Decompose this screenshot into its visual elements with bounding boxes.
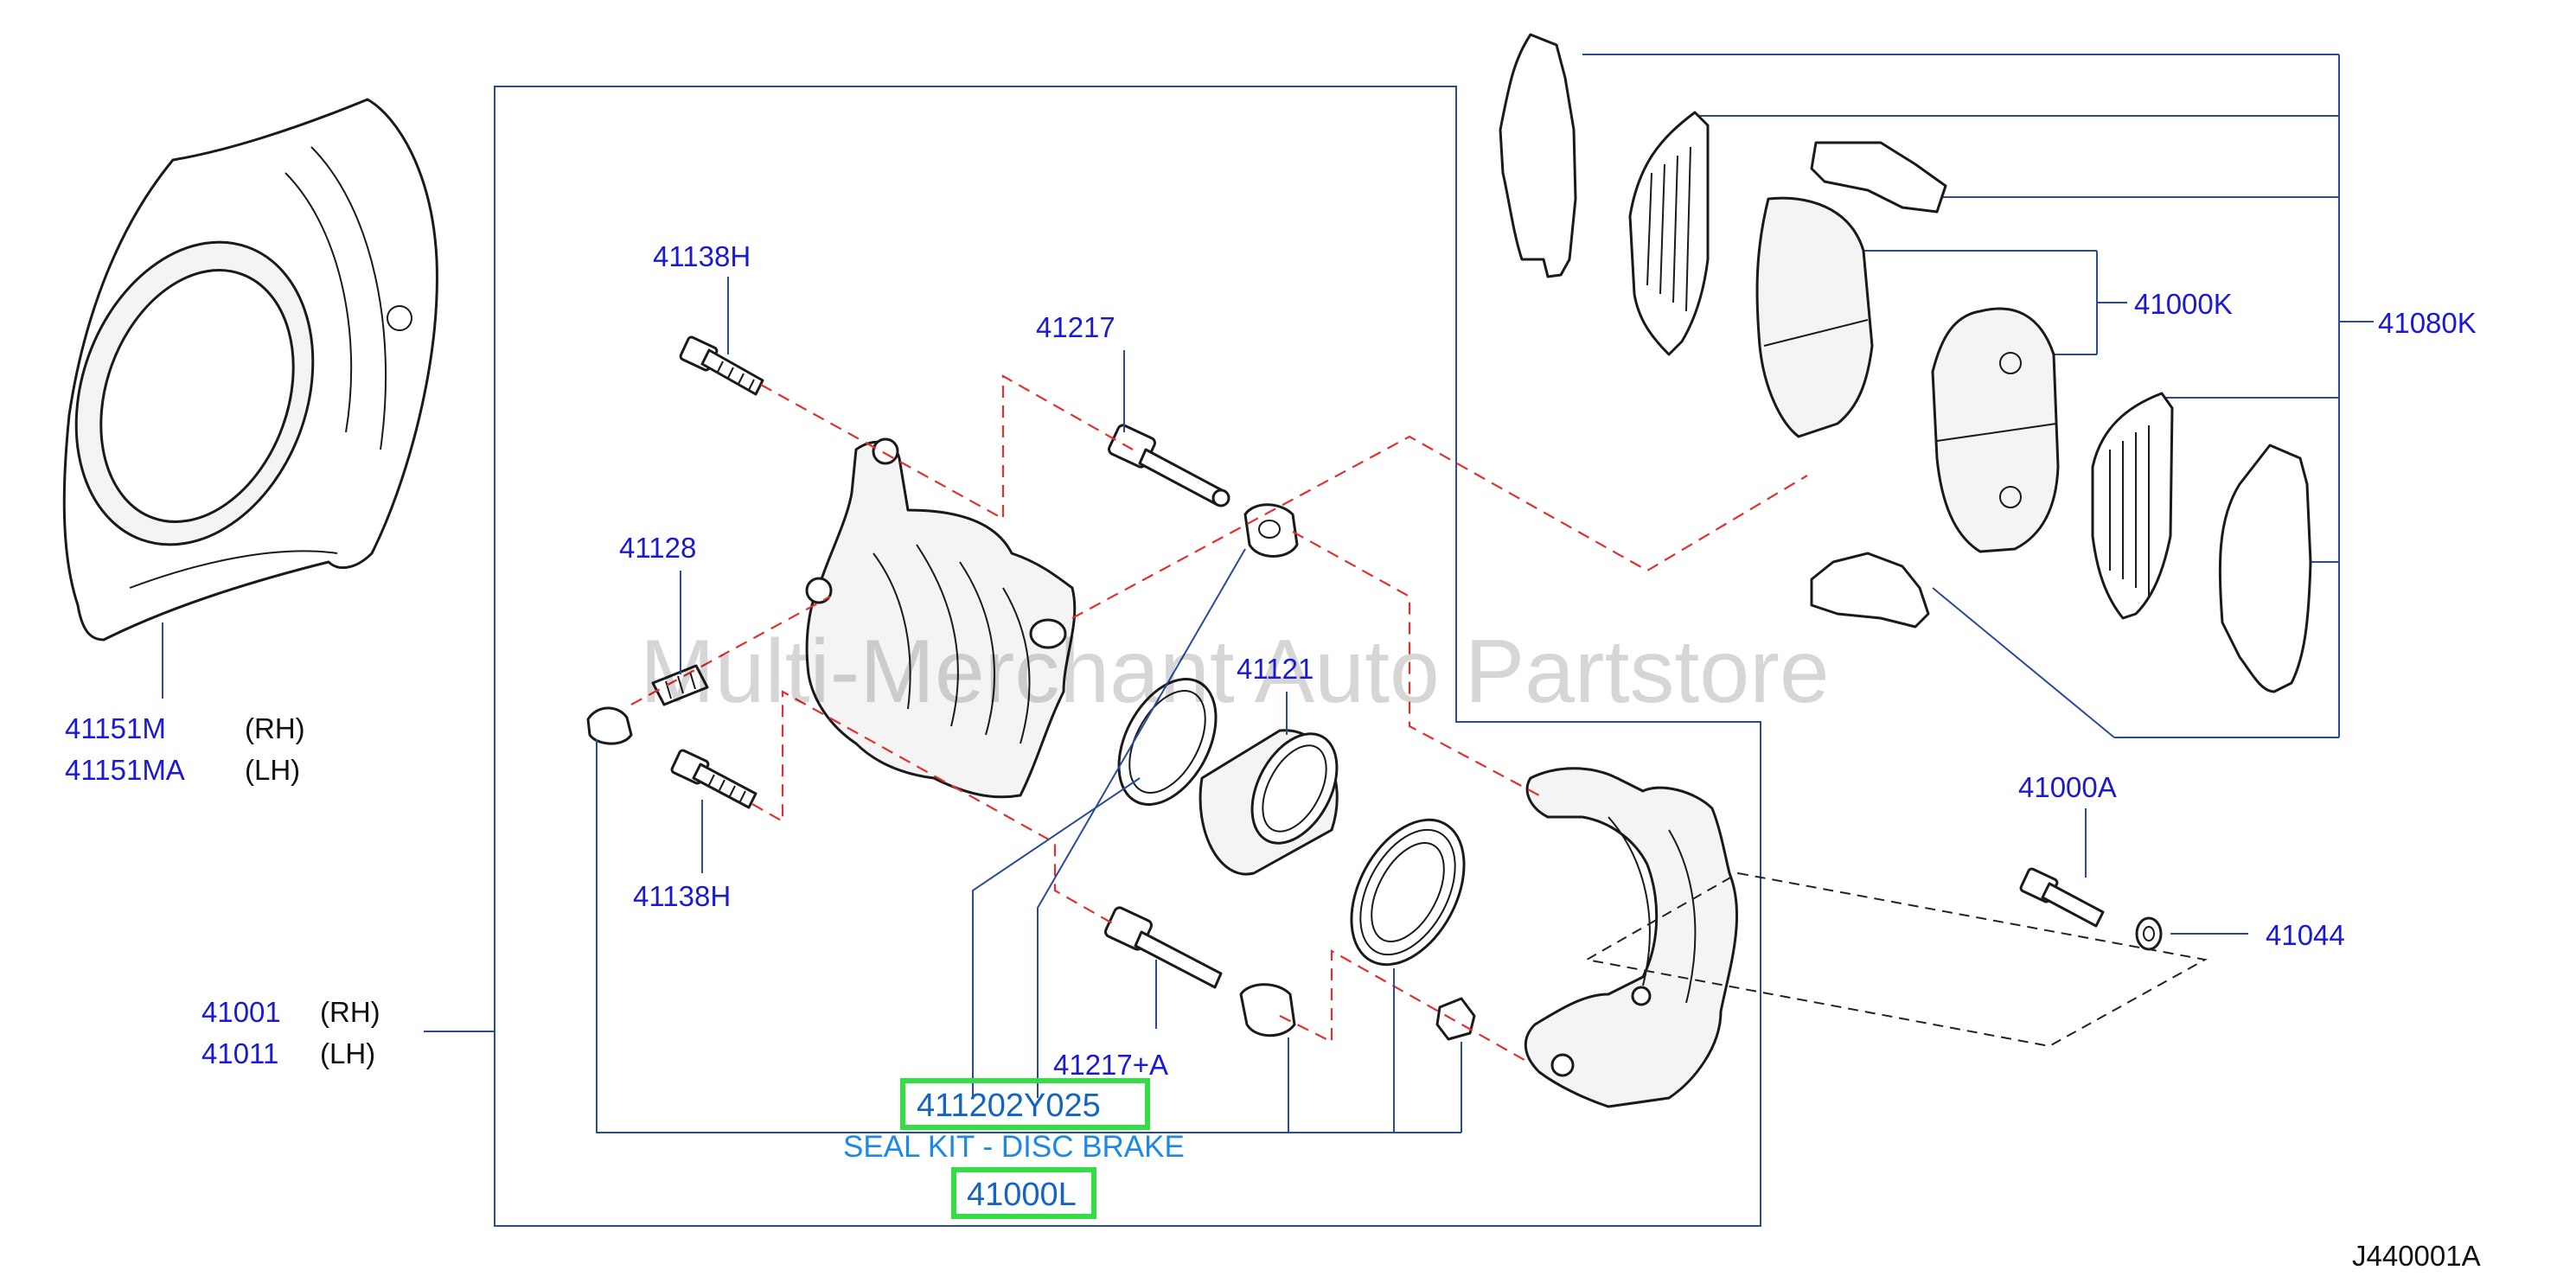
- assembly-dashed-lines: [630, 374, 1808, 1064]
- part-labels: 41151M (RH) 41151MA (LH) 41138H 41217 41…: [65, 240, 2477, 1081]
- label-lh-caliper: (LH): [320, 1037, 375, 1069]
- label-41128[interactable]: 41128: [619, 532, 696, 564]
- label-41217[interactable]: 41217: [1036, 311, 1115, 343]
- bolt-41000a: [2019, 867, 2163, 951]
- pad-clip-lower: [1810, 552, 1930, 629]
- label-41151m[interactable]: 41151M: [65, 712, 166, 744]
- seal-kit-highlight[interactable]: 411202Y025 SEAL KIT - DISC BRAKE 41000L: [843, 1078, 1185, 1219]
- bolt-41138h-top: [679, 335, 764, 396]
- label-41044[interactable]: 41044: [2266, 919, 2345, 951]
- assembly-frame: [424, 86, 1761, 1227]
- inner-shim-2: [2091, 392, 2174, 620]
- label-41080k[interactable]: 41080K: [2378, 307, 2477, 339]
- label-41001[interactable]: 41001: [201, 996, 281, 1028]
- label-41011[interactable]: 41011: [201, 1037, 278, 1069]
- diagram-code: J440001A: [2352, 1240, 2481, 1272]
- watermark: Multi-Merchant Auto Partstore: [640, 622, 1830, 722]
- inner-shim: [1628, 111, 1710, 356]
- label-41000a[interactable]: 41000A: [2018, 771, 2117, 803]
- label-41000l[interactable]: 41000L: [967, 1177, 1077, 1213]
- seal-kit-highlight-box: [900, 1078, 1150, 1130]
- outer-shim-2: [2218, 444, 2312, 693]
- label-41138h-top[interactable]: 41138H: [653, 240, 751, 272]
- piston-boot: [1350, 818, 1466, 967]
- pad-clip-upper: [1810, 141, 1947, 214]
- label-41138h-bottom[interactable]: 41138H: [633, 880, 731, 912]
- hardware-dashed-lines: [1584, 871, 2208, 1048]
- label-41217a[interactable]: 41217+A: [1053, 1049, 1168, 1081]
- brake-pad-inner: [1931, 307, 2060, 553]
- bushing-upper: [1243, 503, 1299, 558]
- leader-lines: [596, 277, 2248, 1133]
- label-seal-kit-part[interactable]: 411202Y025: [917, 1088, 1101, 1124]
- label-lh-shield: (LH): [245, 754, 300, 786]
- pin-41217a: [1104, 906, 1223, 989]
- part-41000l-highlight-box: [951, 1167, 1096, 1219]
- bolt-41138h-bottom: [670, 749, 757, 809]
- label-41151ma[interactable]: 41151MA: [65, 754, 185, 786]
- label-rh-caliper: (RH): [320, 996, 380, 1028]
- outer-shim: [1499, 33, 1577, 278]
- dust-shield-part: [62, 98, 438, 699]
- bushing-lower: [1239, 983, 1476, 1041]
- caliper-housing-part: [805, 437, 1077, 799]
- seal-ring-41121: [1117, 678, 1218, 806]
- label-41121[interactable]: 41121: [1237, 653, 1314, 685]
- bleeder-41128: [586, 664, 709, 745]
- brake-pad-outer: [1755, 196, 1874, 438]
- label-41000k[interactable]: 41000K: [2134, 288, 2233, 320]
- pin-41217: [1108, 424, 1230, 507]
- label-seal-kit-name: SEAL KIT - DISC BRAKE: [843, 1130, 1185, 1164]
- label-rh-shield: (RH): [245, 712, 305, 744]
- piston-part: [1199, 729, 1339, 876]
- torque-member-part: [1524, 767, 1739, 1108]
